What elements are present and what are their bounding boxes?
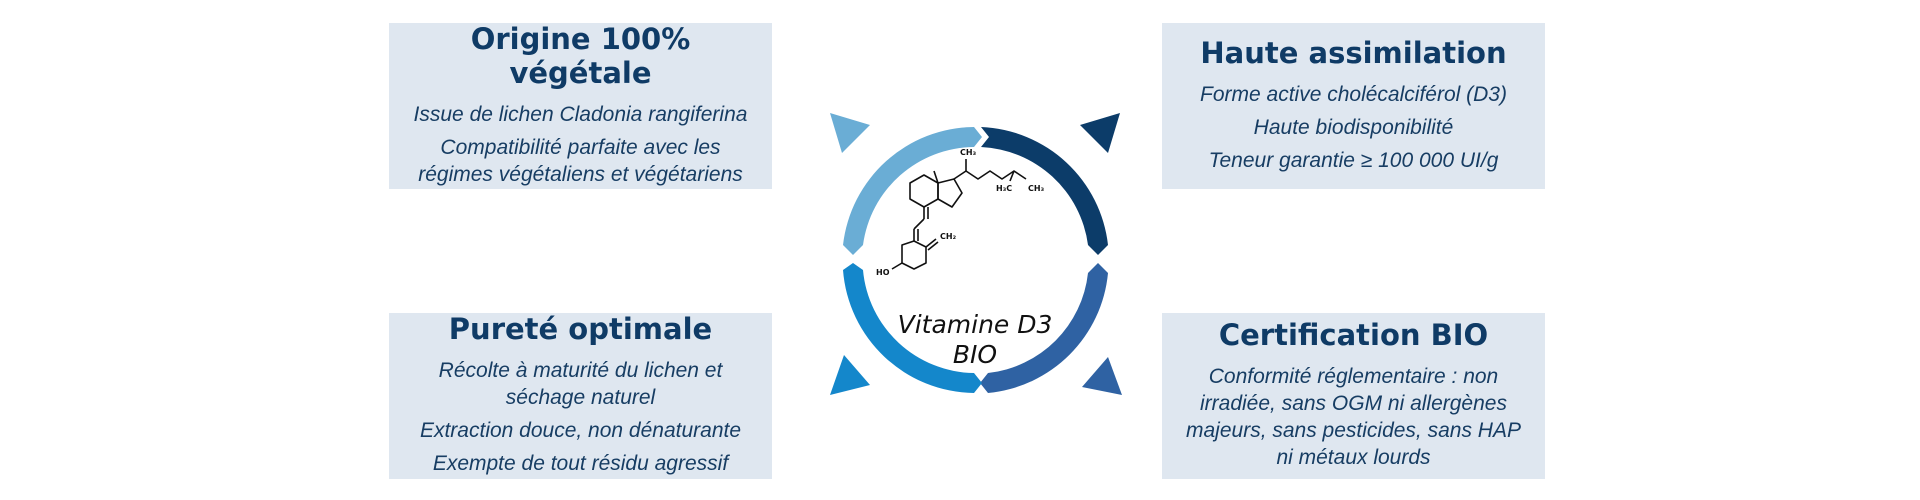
card-origine: Origine 100% végétale Issue de lichen Cl… — [389, 21, 772, 189]
card-item: Conformité réglementaire : non irradiée,… — [1186, 365, 1521, 469]
molecule-label-ch3-top: CH₃ — [960, 148, 977, 157]
card-title: Origine 100% végétale — [470, 21, 691, 90]
cycle-diagram: CH₃ H₃C CH₃ CH₂ HO — [830, 113, 1122, 395]
triangle-top-right-icon — [1080, 113, 1120, 153]
arc-bottom-right — [980, 263, 1108, 393]
card-item: Issue de lichen Cladonia rangiferina — [413, 102, 748, 126]
molecule-label-ch3-right: CH₃ — [1028, 184, 1045, 193]
card-item: Extraction douce, non dénaturante — [419, 419, 742, 442]
card-title: Haute assimilation — [1200, 35, 1507, 70]
triangle-bottom-left-icon — [830, 355, 870, 395]
card-item: Compatibilité parfaite avec les régimes … — [418, 135, 743, 186]
triangle-top-left-icon — [830, 113, 870, 153]
card-assimilation: Haute assimilation Forme active cholécal… — [1162, 23, 1545, 189]
vitamin-d3-molecule-icon — [891, 159, 1027, 270]
card-title: Certification BIO — [1218, 318, 1489, 352]
card-purete: Pureté optimale Récolte à maturité du li… — [389, 312, 772, 479]
card-item: Teneur garantie ≥ 100 000 UI/g — [1208, 148, 1499, 172]
arc-bottom-left — [843, 263, 982, 393]
arc-top-right — [981, 127, 1108, 255]
center-label: Vitamine D3 BIO — [897, 310, 1053, 369]
triangle-bottom-right-icon — [1082, 357, 1122, 395]
card-item: Récolte à maturité du lichen et séchage … — [438, 359, 723, 409]
card-title: Pureté optimale — [448, 312, 713, 346]
molecule-label-ch2: CH₂ — [940, 232, 957, 241]
card-item: Exempte de tout résidu agressif — [432, 452, 729, 475]
molecule-label-h3c: H₃C — [996, 184, 1012, 193]
card-item: Haute biodisponibilité — [1253, 115, 1454, 139]
molecule-label-ho: HO — [876, 268, 890, 277]
arc-top-left — [843, 127, 982, 255]
card-certification: Certification BIO Conformité réglementai… — [1162, 313, 1545, 479]
card-item: Forme active cholécalciférol (D3) — [1200, 82, 1507, 106]
